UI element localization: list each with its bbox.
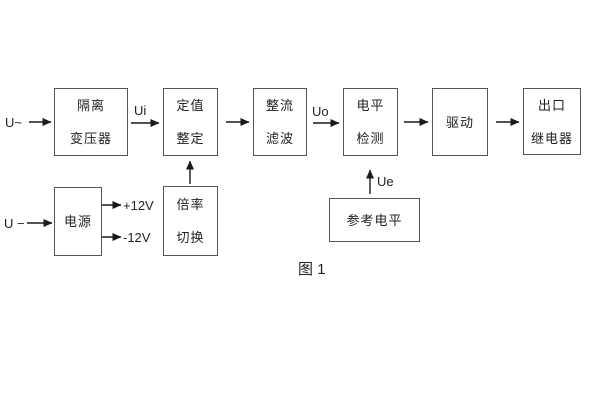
- block-level-detector: 电平 检测: [343, 88, 398, 156]
- block-label-line: 检测: [356, 131, 385, 146]
- label-uo: Uo: [312, 104, 329, 119]
- block-label-line: 整流: [265, 98, 294, 113]
- block-label-line: 驱动: [445, 114, 474, 130]
- block-setting-adjust: 定值 整定: [163, 88, 218, 156]
- block-label-line: 电源: [63, 214, 92, 229]
- label-ue: Ue: [377, 174, 394, 189]
- block-ratio-switch: 倍率 切换: [163, 186, 218, 256]
- block-driver: 驱动: [432, 88, 488, 156]
- block-label-line: 出口: [537, 97, 566, 113]
- label-ui: Ui: [134, 103, 147, 118]
- block-label-line: 滤波: [265, 131, 294, 146]
- block-isolation-transformer: 隔离 变压器: [54, 88, 128, 156]
- block-output-relay: 出口 继电器: [523, 88, 581, 155]
- block-label-line: 隔离: [76, 98, 105, 113]
- label-rail-neg: -12V: [123, 230, 151, 245]
- figure-caption: 图 1: [298, 261, 326, 278]
- label-dc-input: U −: [4, 216, 25, 231]
- block-label-line: 继电器: [530, 130, 573, 146]
- block-label-line: 参考电平: [346, 212, 403, 228]
- label-ac-input: U~: [5, 115, 22, 130]
- label-rail-pos: +12V: [123, 198, 154, 213]
- block-power-supply: 电源: [54, 187, 102, 256]
- block-label-line: 电平: [356, 98, 385, 113]
- block-label-line: 倍率: [176, 197, 205, 212]
- block-label-line: 整定: [176, 131, 205, 146]
- block-label-line: 定值: [176, 98, 205, 113]
- block-rectifier-filter: 整流 滤波: [253, 88, 307, 156]
- block-label-line: 变压器: [69, 131, 112, 146]
- block-label-line: 切换: [176, 230, 205, 245]
- block-reference-level: 参考电平: [329, 198, 420, 242]
